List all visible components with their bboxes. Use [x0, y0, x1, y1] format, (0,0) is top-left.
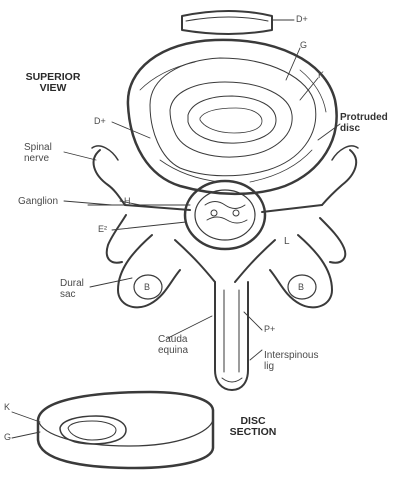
label-ganglion: Ganglion	[18, 196, 58, 207]
vertebral-body	[128, 40, 337, 194]
label-b-left: B	[144, 282, 150, 293]
label-h: H	[124, 196, 131, 207]
label-dural-sac: Dural sac	[60, 278, 84, 300]
label-d-left: D+	[94, 116, 106, 127]
label-p-plus: P+	[264, 324, 275, 335]
disc-section	[12, 392, 213, 468]
label-cauda-equina: Cauda equina	[158, 334, 188, 356]
spinous-process	[215, 282, 248, 390]
superior-view-title: SUPERIOR VIEW	[24, 72, 82, 94]
label-b-right: B	[298, 282, 304, 293]
label-k-top: K	[318, 70, 324, 81]
label-g-top: G	[300, 40, 307, 51]
label-k-section: K	[4, 402, 10, 413]
label-interspinous: Interspinous lig	[264, 350, 318, 372]
dural-sac-ring	[185, 181, 265, 249]
top-disc-slice	[182, 11, 272, 34]
label-spinal-nerve: Spinal nerve	[24, 142, 52, 164]
lamina	[118, 235, 332, 307]
disc-section-title: DISC SECTION	[222, 416, 284, 438]
label-l: L	[284, 236, 290, 247]
label-e2: E²	[98, 224, 107, 235]
label-d-top: D+	[296, 14, 308, 25]
label-g-section: G	[4, 432, 11, 443]
label-protruded-disc: Protruded disc	[340, 112, 388, 134]
